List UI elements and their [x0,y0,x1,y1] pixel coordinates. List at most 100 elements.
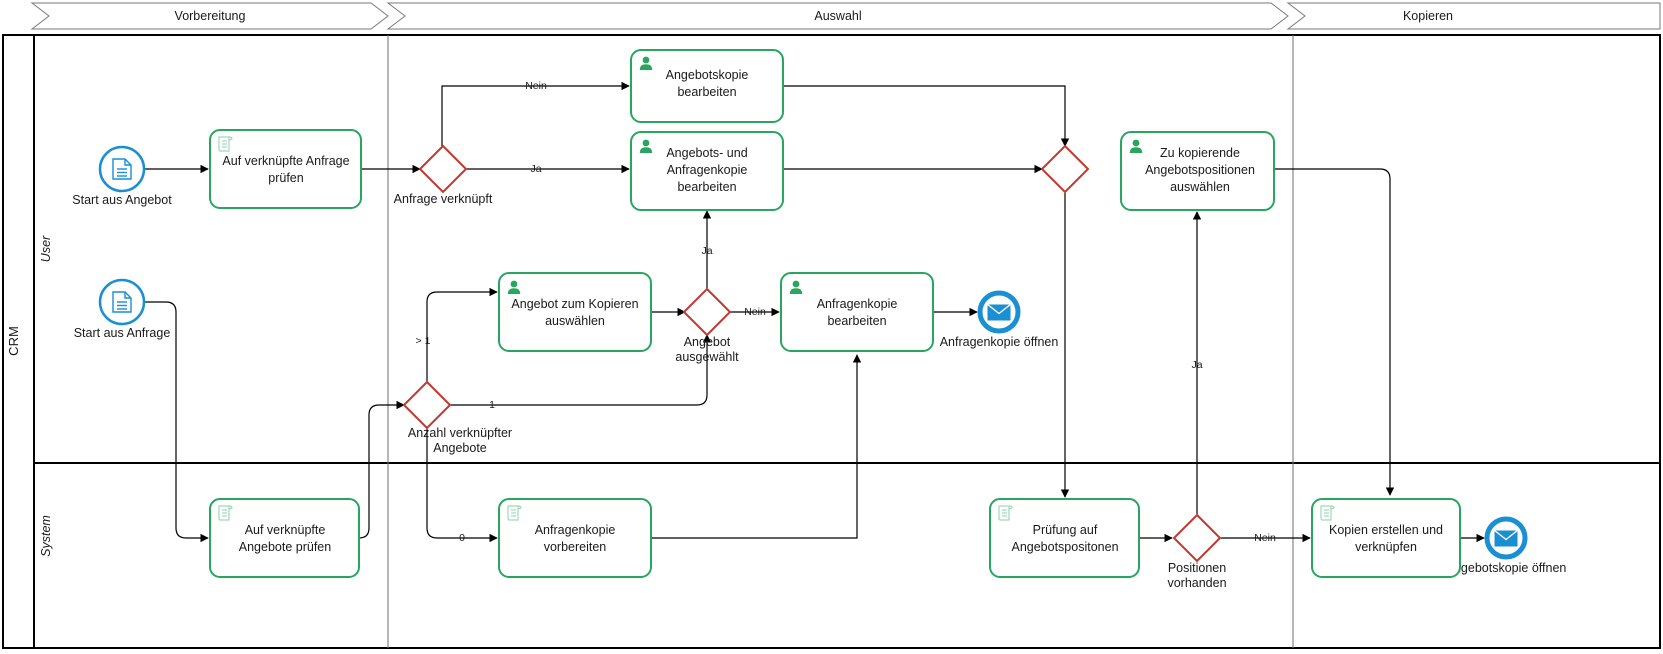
user-icon [507,280,521,294]
task-body [780,272,934,352]
task-label-line1: Zu kopierende [1160,146,1240,160]
gateway-label-line1: Angebot [684,335,731,349]
task-zu-kopierende-angebotspositionen-auswaehlen[interactable]: Zu kopierende Angebotspositionen auswähl… [1120,131,1275,211]
lane-label-system: System [39,515,53,557]
task-label-line1: Angebots- und [666,146,747,160]
event-end-anfragenkopie[interactable]: Anfragenkopie öffnen [940,290,1059,349]
task-label-line3: bearbeiten [677,180,736,194]
gateway-body [1172,513,1222,563]
user-icon [1129,139,1143,153]
flow-g3-zero-to-t8 [426,428,498,543]
pool-label: CRM [6,326,21,356]
task-label-line1: Angebotskopie [666,68,749,82]
task-label-line1: Prüfung auf [1033,523,1098,537]
script-icon [507,505,522,521]
task-label-line1: Angebot zum Kopieren [511,297,638,311]
event-end-angebotskopie[interactable]: Angebotskopie öffnen [1446,516,1567,575]
phase-band-kopieren[interactable] [1286,2,1661,30]
flow-label-ja-2: Ja [701,245,712,257]
end-event-label-line1: Anfragenkopie öffnen [940,335,1059,349]
phase-label-auswahl: Auswahl [814,9,861,23]
flow-g3-one-to-g2 [450,334,712,406]
event-start-anfrage[interactable]: Start aus Anfrage [74,278,171,340]
gateway-anzahl-verknuepfter-angebote[interactable]: Anzahl verknüpfter Angebote [402,380,512,455]
task-label-line2: Angebotspositionen [1145,163,1255,177]
flow-label-ja-3: Ja [1191,359,1202,371]
gateway-anfrage-verknuepft[interactable]: Anfrage verknüpft [394,144,493,206]
phase-label-vorbereitung: Vorbereitung [175,9,246,23]
script-icon [1320,505,1335,521]
gateway-merge[interactable] [1040,144,1090,194]
phase-label-kopieren: Kopieren [1403,9,1453,23]
task-label-line2: Angebote prüfen [239,540,331,554]
task-body [498,272,652,352]
task-body [209,498,360,578]
document-icon [112,291,132,313]
task-body [630,131,784,211]
user-icon [639,56,653,70]
gateway-label-line1: Anfrage verknüpft [394,192,493,206]
gateway-label-line2: Angebote [433,441,487,455]
task-label-line2: vorbereiten [544,540,607,554]
task-label-line1: Auf verknüpfte Anfrage [222,154,349,168]
user-icon [639,139,653,153]
task-label-line2: prüfen [268,171,303,185]
task-anfragenkopie-bearbeiten[interactable]: Anfragenkopie bearbeiten [780,272,934,352]
script-icon [998,505,1013,521]
end-event-label-line1: Angebotskopie öffnen [1446,561,1567,575]
flow-label-one: 1 [489,399,495,411]
envelope-icon [1493,529,1519,548]
gateway-label-line1: Positionen [1168,561,1226,575]
gateway-angebot-ausgewaehlt[interactable]: Angebot ausgewählt [675,287,739,364]
task-angebotskopie-bearbeiten[interactable]: Angebotskopie bearbeiten [630,49,784,123]
task-body [989,498,1140,578]
task-body [1120,131,1275,211]
gateway-label-line2: vorhanden [1167,576,1226,590]
task-body [209,129,362,209]
flow-t6-to-t10 [1274,168,1395,496]
flow-label-zero: 0 [459,532,465,544]
task-anfragenkopie-vorbereiten[interactable]: Anfragenkopie vorbereiten [498,498,652,578]
gateway-label-line1: Anzahl verknüpfter [408,426,512,440]
task-label-line2: auswählen [545,314,605,328]
gateway-body [418,144,468,194]
gateway-body [402,380,452,430]
phase-header-row: Vorbereitung Auswahl Kopieren [30,2,1661,30]
task-label-line1: Kopien erstellen und [1329,523,1443,537]
flow-t2-to-g4 [783,85,1070,147]
gateway-body [682,287,732,337]
flow-label-nein-3: Nein [1254,532,1276,544]
task-label-line3: auswählen [1170,180,1230,194]
flow-t8-to-t5 [652,354,862,539]
pool-crm[interactable]: CRM User System [2,34,1661,649]
task-angebots-und-anfragenkopie-bearbeiten[interactable]: Angebots- und Anfragenkopie bearbeiten [630,131,784,211]
task-auf-verknuepfte-angebote-pruefen[interactable]: Auf verknüpfte Angebote prüfen [209,498,360,578]
task-label-line2: bearbeiten [827,314,886,328]
script-icon [218,505,233,521]
phase-separators [387,35,1294,648]
task-kopien-erstellen-und-verknuepfen[interactable]: Kopien erstellen und verknüpfen [1311,498,1461,578]
flow-start-anfrage-to-t7 [145,301,209,543]
phase-band-auswahl[interactable] [386,2,1289,30]
start-event-label: Start aus Anfrage [74,326,171,340]
task-label-line2: Angebotspositonen [1011,540,1118,554]
flow-label-nein-2: Nein [744,306,766,318]
gateway-positionen-vorhanden[interactable]: Positionen vorhanden [1167,513,1227,590]
task-body [630,49,784,123]
task-label-line1: Anfragenkopie [535,523,616,537]
flow-label-ja-1: Ja [530,163,541,175]
task-angebot-zum-kopieren-auswaehlen[interactable]: Angebot zum Kopieren auswählen [498,272,652,352]
task-pruefung-auf-angebotspositonen[interactable]: Prüfung auf Angebotspositonen [989,498,1140,578]
task-label-line1: Auf verknüpfte [245,523,326,537]
flow-g3-gt1-to-t4 [426,287,498,383]
task-body [498,498,652,578]
event-start-angebot[interactable]: Start aus Angebot [72,145,172,207]
phase-band-vorbereitung[interactable] [30,2,389,30]
flow-label-nein-1: Nein [525,80,547,92]
task-label-line2: bearbeiten [677,85,736,99]
flow-labels: Nein Ja Ja Nein > 1 1 0 Ja Nein [416,80,1276,544]
document-icon [112,158,132,180]
script-icon [218,136,233,152]
task-auf-verknuepfte-anfrage-pruefen[interactable]: Auf verknüpfte Anfrage prüfen [209,129,362,209]
